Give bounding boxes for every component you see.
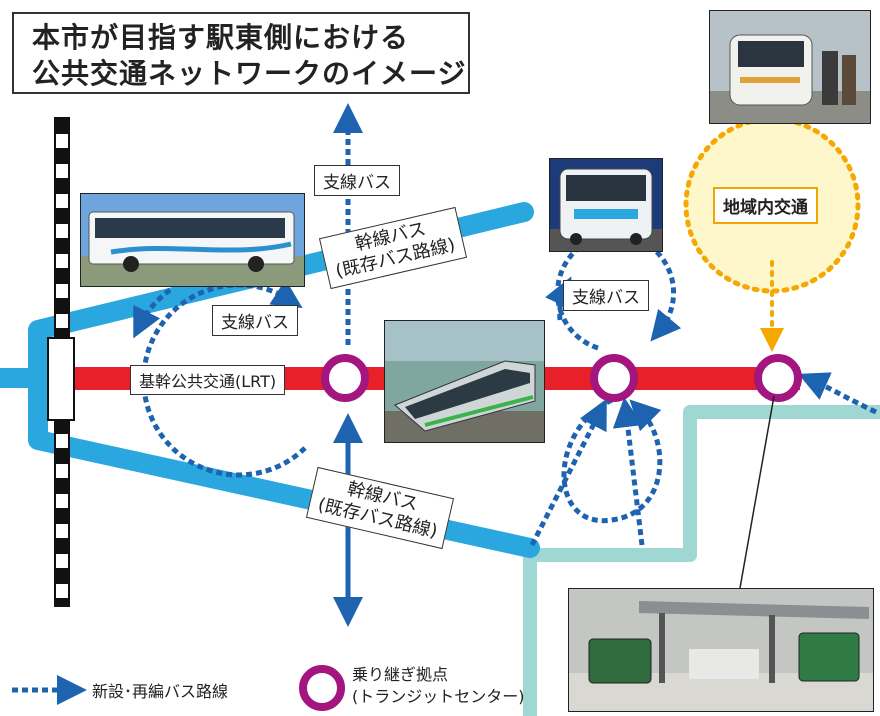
feeder-route-vertical-right (612, 397, 645, 546)
feeder-loop-right-bottom (561, 397, 663, 524)
feeder-loop-right-top-b (545, 276, 573, 321)
feeder-bus-label-right: 支線バス (563, 280, 649, 311)
legend-transfer-hub-label: 乗り継ぎ拠点 (トランジットセンター) (352, 664, 525, 708)
feeder-bus-photo (549, 158, 663, 252)
transit-center-photo (568, 588, 874, 712)
local-transport-photo (709, 10, 871, 124)
feeder-route-east (798, 372, 878, 415)
title-line-1: 本市が目指す駅東側における (32, 21, 410, 54)
feeder-bus-label-top: 支線バス (314, 165, 400, 196)
transfer-hub-east (754, 354, 802, 402)
legend-new-bus-route-label: 新設･再編バス路線 (92, 682, 229, 701)
light-route-line (523, 405, 880, 716)
title-line-2: 公共交通ネットワークのイメージ (32, 57, 467, 90)
legend-transfer-hub-line2: (トランジットセンター) (352, 687, 525, 706)
feeder-loop-left-b (133, 287, 172, 339)
station-box (47, 337, 75, 421)
feeder-bus-label-left: 支線バス (212, 305, 298, 336)
transfer-hub-west (321, 354, 369, 402)
lrt-photo (384, 320, 545, 443)
feeder-loop-right-top (555, 232, 682, 351)
title-box: 本市が目指す駅東側における 公共交通ネットワークのイメージ (12, 12, 470, 94)
trunk-bus-photo (80, 193, 305, 287)
legend-transfer-hub-line1: 乗り継ぎ拠点 (352, 665, 449, 684)
local-transport-label: 地域内交通 (713, 187, 818, 224)
feeder-route-diagonal (529, 398, 607, 547)
lrt-label: 基幹公共交通(LRT) (130, 365, 286, 395)
transfer-hub-center (590, 354, 638, 402)
hub-photo-pointer (739, 395, 775, 589)
legend-hub-icon (299, 665, 345, 711)
